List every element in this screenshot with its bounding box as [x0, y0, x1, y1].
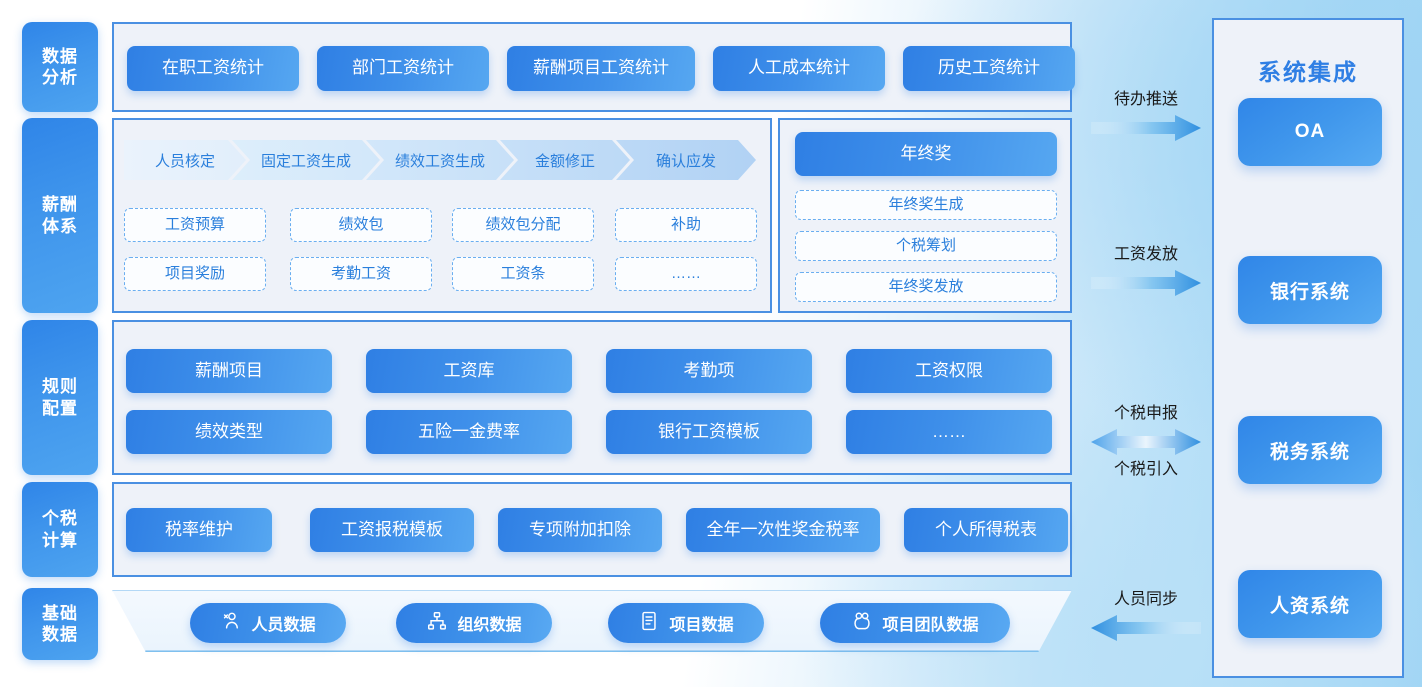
sidebar-item-tax-calculation[interactable]: 个税 计算: [22, 482, 98, 577]
btn-tax-rate-maintenance[interactable]: 税率维护: [126, 508, 272, 552]
btn-salary-budget[interactable]: 工资预算: [124, 208, 266, 242]
arrow-label-top: 人员同步: [1113, 591, 1178, 608]
btn-department-salary-stats[interactable]: 部门工资统计: [317, 46, 489, 91]
arrow-label-top: 个税申报: [1113, 405, 1178, 422]
sidebar-item-label-line1: 基础: [42, 603, 78, 623]
base-data-label: 人员数据: [251, 617, 316, 634]
btn-special-additional-deduction[interactable]: 专项附加扣除: [498, 508, 662, 552]
system-button-hr[interactable]: 人资系统: [1238, 570, 1382, 638]
btn-year-end-bonus-generate[interactable]: 年终奖生成: [795, 190, 1057, 220]
sidebar-item-label-line2: 数据: [42, 625, 78, 644]
process-step-personnel-verification[interactable]: 人员核定: [124, 140, 246, 180]
btn-year-end-bonus[interactable]: 年终奖: [795, 132, 1057, 176]
integration-panel-title: 系统集成: [1258, 59, 1358, 85]
sidebar-item-base-data[interactable]: 基础 数据: [22, 588, 98, 660]
btn-performance-pool-allocation[interactable]: 绩效包分配: [452, 208, 594, 242]
btn-on-job-salary-stats[interactable]: 在职工资统计: [127, 46, 299, 91]
btn-subsidy[interactable]: 补助: [615, 208, 757, 242]
btn-payslip[interactable]: 工资条: [452, 257, 594, 291]
system-button-oa[interactable]: OA: [1238, 98, 1382, 166]
sidebar-item-label-line2: 体系: [42, 216, 78, 236]
btn-project-incentive[interactable]: 项目奖励: [124, 257, 266, 291]
btn-year-end-bonus-payout[interactable]: 年终奖发放: [795, 272, 1057, 302]
arrow-right-icon: [1091, 270, 1201, 296]
base-data-button-organization[interactable]: 组织数据: [396, 603, 552, 643]
data-analysis-panel: 在职工资统计 部门工资统计 薪酬项目工资统计 人工成本统计 历史工资统计: [112, 22, 1075, 112]
btn-labor-cost-stats[interactable]: 人工成本统计: [713, 46, 885, 91]
sidebar-item-data-analysis[interactable]: 数据 分析: [22, 22, 98, 112]
system-button-bank[interactable]: 银行系统: [1238, 256, 1382, 324]
team-icon: [851, 610, 873, 637]
tax-calculation-panel: 税率维护 工资报税模板 专项附加扣除 全年一次性奖金税率 个人所得税表: [112, 482, 1072, 577]
process-step-performance-salary-generation[interactable]: 绩效工资生成: [366, 140, 514, 180]
arrow-label-top: 待办推送: [1113, 91, 1178, 108]
arrow-right-icon: [1091, 115, 1201, 141]
arrow-left-icon: [1091, 615, 1201, 641]
sidebar-item-label-line2: 计算: [42, 530, 78, 550]
base-data-button-project[interactable]: 项目数据: [608, 603, 764, 643]
base-data-button-project-team[interactable]: 项目团队数据: [820, 603, 1010, 643]
arrow-group-salary-payment: 工资发放: [1086, 243, 1206, 299]
person-icon: [220, 610, 242, 637]
base-data-label: 项目数据: [669, 617, 734, 634]
rule-config-panel: 薪酬项目 工资库 考勤项 工资权限 绩效类型 五险一金费率 银行工资模板 ……: [112, 320, 1072, 475]
btn-salary-permission[interactable]: 工资权限: [846, 349, 1052, 393]
sidebar-item-rule-config[interactable]: 规则 配置: [22, 320, 98, 475]
process-step-amount-adjustment[interactable]: 金额修正: [500, 140, 630, 180]
btn-personal-income-tax-table[interactable]: 个人所得税表: [904, 508, 1068, 552]
arrow-bidirectional-icon: [1091, 429, 1201, 455]
arrow-label-top: 工资发放: [1113, 246, 1178, 263]
sidebar-item-label-line1: 薪酬: [42, 195, 78, 215]
sidebar-item-label-line2: 配置: [42, 398, 78, 418]
btn-performance-type[interactable]: 绩效类型: [126, 410, 332, 454]
process-step-fixed-salary-generation[interactable]: 固定工资生成: [232, 140, 380, 180]
arrow-label-bottom: 个税引入: [1113, 461, 1178, 478]
org-chart-icon: [426, 610, 448, 637]
btn-historical-salary-stats[interactable]: 历史工资统计: [903, 46, 1075, 91]
sidebar-item-label-line1: 个税: [42, 509, 78, 529]
sidebar-item-label-line1: 规则: [42, 377, 78, 397]
btn-annual-one-time-bonus-rate[interactable]: 全年一次性奖金税率: [686, 508, 880, 552]
btn-performance-pool[interactable]: 绩效包: [290, 208, 432, 242]
arrow-group-tax-declare-import: 个税申报 个税引入: [1086, 402, 1206, 482]
btn-compensation-more[interactable]: ……: [615, 257, 757, 291]
system-button-tax[interactable]: 税务系统: [1238, 416, 1382, 484]
year-end-bonus-panel: 年终奖 年终奖生成 个税筹划 年终奖发放: [778, 118, 1072, 313]
sidebar-item-label-line2: 分析: [42, 68, 78, 87]
btn-attendance-salary[interactable]: 考勤工资: [290, 257, 432, 291]
btn-compensation-item[interactable]: 薪酬项目: [126, 349, 332, 393]
process-step-confirm-payable[interactable]: 确认应发: [616, 140, 756, 180]
btn-salary-library[interactable]: 工资库: [366, 349, 572, 393]
btn-salary-tax-filing-template[interactable]: 工资报税模板: [310, 508, 474, 552]
arrow-group-personnel-sync: 人员同步: [1086, 588, 1206, 644]
integration-panel: 系统集成 OA 银行系统 税务系统 人资系统: [1212, 18, 1404, 678]
btn-bank-salary-template[interactable]: 银行工资模板: [606, 410, 812, 454]
sidebar-item-compensation-system[interactable]: 薪酬 体系: [22, 118, 98, 313]
btn-tax-planning[interactable]: 个税筹划: [795, 231, 1057, 261]
btn-attendance-item[interactable]: 考勤项: [606, 349, 812, 393]
base-data-label: 组织数据: [457, 617, 522, 634]
btn-comp-item-salary-stats[interactable]: 薪酬项目工资统计: [507, 46, 695, 91]
btn-social-insurance-rate[interactable]: 五险一金费率: [366, 410, 572, 454]
document-icon: [638, 610, 660, 637]
sidebar-item-label-line1: 数据: [42, 46, 78, 66]
base-data-label: 项目团队数据: [882, 617, 979, 634]
base-data-button-personnel[interactable]: 人员数据: [190, 603, 346, 643]
arrow-group-todo-push: 待办推送: [1086, 88, 1206, 144]
btn-rule-config-more[interactable]: ……: [846, 410, 1052, 454]
